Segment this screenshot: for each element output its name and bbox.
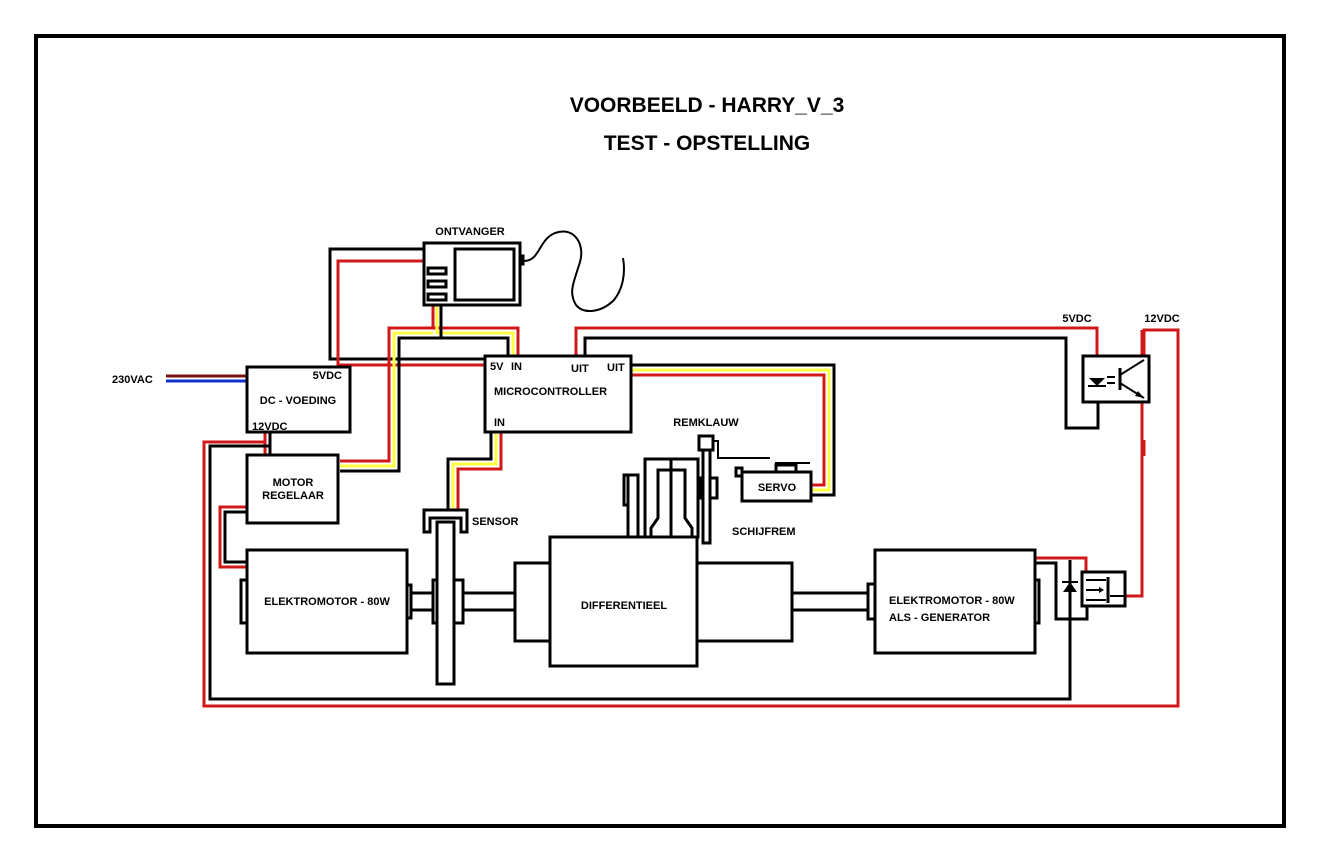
shaft-right	[790, 591, 874, 612]
mcu-out-red-wire	[574, 326, 1099, 360]
motor-right: ELEKTROMOTOR - 80W ALS - GENERATOR	[866, 548, 1041, 655]
mosfet-12v-wire	[1125, 330, 1144, 598]
psu-label: DC - VOEDING	[260, 395, 336, 407]
motor-controller-label-2: REGELAAR	[262, 490, 324, 502]
sensor-black-wire	[446, 432, 493, 510]
sensor-red-wire	[456, 432, 503, 510]
power-supply: 5VDC DC - VOEDING 12VDC	[245, 365, 352, 434]
generator-red-wire	[1035, 556, 1088, 572]
diode	[1062, 560, 1078, 620]
brake-cable	[713, 440, 770, 459]
differential: DIFFERENTIEEL	[513, 535, 794, 668]
mains-label: 230VAC	[112, 374, 153, 386]
opto-5v-label: 5VDC	[1062, 313, 1091, 325]
receiver-label: ONTVANGER	[435, 226, 505, 238]
servo: SERVO	[734, 462, 813, 503]
brake-caliper-label: REMKLAUW	[673, 417, 739, 429]
microcontroller: 5V IN UIT UIT MICROCONTROLLER IN	[483, 354, 633, 434]
mcu-label: MICROCONTROLLER	[494, 386, 607, 398]
mc-signal-black	[340, 336, 440, 473]
diagram-frame	[34, 34, 1286, 828]
brake-caliper	[697, 434, 715, 452]
motor-black-wire	[223, 510, 247, 564]
disc-brake: REMKLAUW SCHIJFREM	[622, 417, 796, 545]
sensor-disc	[431, 520, 465, 686]
mcu-pin-5v: 5V	[490, 361, 504, 373]
sensor-label: SENSOR	[472, 516, 519, 528]
sensor: SENSOR	[422, 508, 519, 534]
brake-disc	[701, 436, 712, 545]
receiver-signal-black-1	[439, 298, 510, 358]
mcu-pin-out-2: UIT	[607, 362, 625, 374]
mc-signal-yellow	[340, 331, 433, 468]
servo-red-wire	[632, 373, 826, 487]
mc-signal-red	[340, 326, 433, 463]
motor-left-label: ELEKTROMOTOR - 80W	[264, 596, 390, 608]
main-ground-loop	[208, 444, 1072, 701]
psu-5v-label: 5VDC	[313, 370, 342, 382]
antenna-wire	[522, 230, 625, 312]
mosfet	[1080, 570, 1127, 608]
mcu-pin-out-1: UIT	[571, 363, 589, 375]
wires	[166, 247, 1180, 708]
differential-label: DIFFERENTIEEL	[581, 600, 667, 612]
receiver-signal-red-1	[431, 298, 520, 358]
motor-controller: MOTOR REGELAAR	[245, 453, 340, 525]
receiver-port-2	[426, 279, 448, 289]
motor-right-label-1: ELEKTROMOTOR - 80W	[889, 595, 1015, 607]
servo-label: SERVO	[758, 482, 797, 494]
title-line-1: VOORBEELD - HARRY_V_3	[570, 94, 845, 117]
led-icon	[1089, 378, 1105, 386]
mcu-pin-in-bottom: IN	[494, 417, 505, 429]
motor-left: ELEKTROMOTOR - 80W	[239, 548, 413, 655]
servo-black-wire	[632, 363, 836, 497]
optocoupler: 5VDC 12VDC	[1062, 313, 1180, 404]
diode-icon	[1063, 582, 1077, 592]
psu-12v-label: 12VDC	[252, 421, 288, 433]
generator-black-wire	[1035, 561, 1089, 621]
sensor-yellow-wire	[451, 432, 498, 510]
main-12v-red-loop	[202, 328, 1180, 708]
opto-12v-label: 12VDC	[1144, 313, 1180, 325]
disc-brake-label: SCHIJFREM	[732, 526, 796, 538]
title-line-2: TEST - OPSTELLING	[604, 132, 811, 155]
servo-yellow-wire	[632, 368, 831, 492]
receiver-port-1	[426, 266, 448, 276]
receiver-signal-yellow-1	[435, 298, 515, 358]
receiver-port-3	[426, 292, 448, 302]
receiver: ONTVANGER	[422, 226, 625, 312]
mcu-pin-in-top: IN	[511, 361, 522, 373]
motor-red-wire	[218, 505, 247, 569]
motor-controller-label-1: MOTOR	[273, 477, 314, 489]
mcu-out-black-wire	[583, 336, 1100, 430]
motor-right-label-2: ALS - GENERATOR	[889, 612, 990, 624]
